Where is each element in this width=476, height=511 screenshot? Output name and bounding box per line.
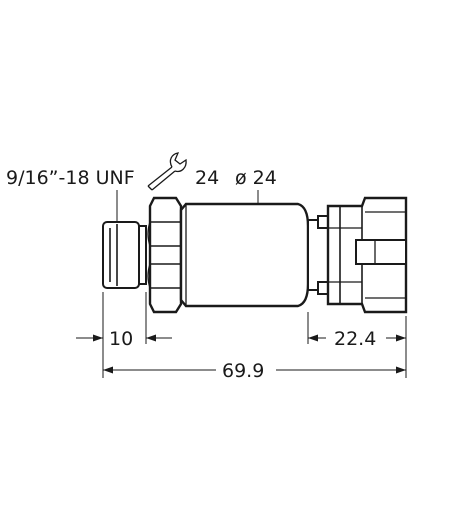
connector-length-dimension: 22.4 xyxy=(308,328,406,350)
overall-length-dimension: 69.9 xyxy=(103,360,406,382)
connector-neck xyxy=(307,215,331,295)
overall-length-value: 69.9 xyxy=(222,360,264,382)
extension-lines xyxy=(102,292,407,378)
wrench-icon xyxy=(147,152,187,191)
thread-spec-label: 9/16”-18 UNF xyxy=(6,167,135,189)
thread-length-value: 10 xyxy=(109,328,133,350)
thread-fitting xyxy=(102,221,147,289)
wrench-size-label: 24 xyxy=(195,167,219,189)
m12-connector xyxy=(326,196,408,314)
hex-nut xyxy=(147,196,184,314)
sensor-outline xyxy=(102,196,408,314)
diameter-label: ø 24 xyxy=(235,167,277,189)
thread-length-dimension: 10 xyxy=(76,328,172,350)
connector-length-value: 22.4 xyxy=(334,328,376,350)
housing xyxy=(179,202,310,308)
